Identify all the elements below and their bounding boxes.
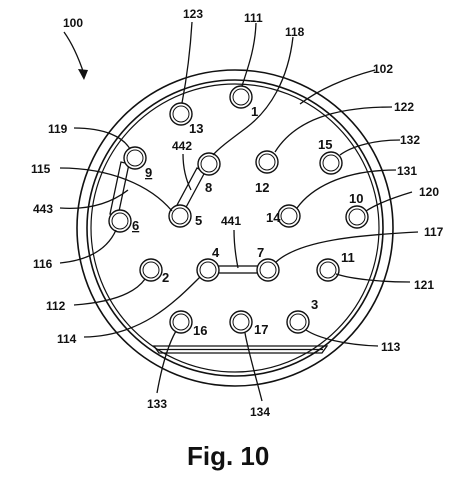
leader-119 [73,127,131,150]
jumper-443 [109,161,130,217]
pin-5 [168,204,192,228]
leader-113 [305,329,379,347]
leader-100 [63,31,85,75]
outer-ring [76,69,394,387]
label-121: 121 [414,278,434,292]
pin-number: 16 [193,323,207,338]
pin-number: 7 [257,245,264,260]
pin-6 [108,209,132,233]
leader-123 [181,21,193,104]
leader-118 [212,36,294,156]
label-132: 132 [400,133,420,147]
pin-9 [123,146,147,170]
figure-caption: Fig. 10 [187,441,269,471]
label-100: 100 [63,16,83,30]
pins [108,85,369,334]
pin-10 [345,205,369,229]
label-442: 442 [172,139,192,153]
pin-number: 14 [266,210,281,225]
pin-14 [277,204,301,228]
label-114: 114 [57,332,77,346]
leader-116 [59,229,117,264]
label-116: 116 [33,257,53,271]
pin-1 [229,85,253,109]
inner-ring [90,83,380,373]
pin-7 [256,258,280,282]
pin-number: 13 [189,121,203,136]
pin-number: 11 [341,250,355,265]
leader-lines [59,21,419,402]
pin-number: 9 [145,165,152,180]
label-113: 113 [381,340,401,354]
leader-132 [339,139,401,156]
leader-442 [182,153,192,191]
label-112: 112 [46,299,66,313]
pin-number: 2 [162,270,169,285]
label-443: 443 [33,202,53,216]
label-118: 118 [285,25,305,39]
pin-number: 10 [349,191,363,206]
leader-131 [296,169,397,209]
pin-numbers: 1 13 8 12 15 9 5 14 10 6 4 7 11 2 16 17 … [132,104,363,338]
middle-ring [86,79,384,377]
pin-number: 12 [255,180,269,195]
leader-122 [274,106,393,153]
pin-number: 8 [205,180,212,195]
pin-number: 5 [195,213,202,228]
label-119: 119 [48,122,68,136]
leader-441 [233,229,239,269]
pin-number: 6 [132,218,139,233]
pin-number: 4 [212,245,220,260]
leader-443 [59,189,129,210]
connector-body [76,69,394,387]
leader-111 [241,22,257,87]
leader-133 [156,330,177,394]
leader-134 [244,332,263,402]
label-102: 102 [373,62,393,76]
label-120: 120 [419,185,439,199]
pin-number: 3 [311,297,318,312]
pin-3 [286,310,310,334]
arrowhead-100 [78,69,88,80]
pin-number: 17 [254,322,268,337]
pin-4 [196,258,220,282]
pin-11 [316,258,340,282]
label-122: 122 [394,100,414,114]
pin-8 [197,152,221,176]
leader-117 [275,231,419,263]
label-115: 115 [31,162,51,176]
label-441: 441 [221,214,241,228]
pin-16 [169,310,193,334]
label-133: 133 [147,397,167,411]
leader-112 [73,278,146,306]
leader-114 [83,276,201,338]
label-134: 134 [250,405,270,419]
pin-number: 15 [318,137,332,152]
pin-number: 1 [251,104,258,119]
label-131: 131 [397,164,417,178]
pin-13 [169,102,193,126]
leader-102 [299,69,376,105]
leader-120 [365,191,413,212]
leader-121 [335,273,411,283]
pin-12 [255,150,279,174]
pin-17 [229,310,253,334]
label-123: 123 [183,7,203,21]
leader-115 [59,167,173,212]
pin-2 [139,258,163,282]
reference-labels: 100 123 111 118 102 122 132 131 120 119 … [31,7,444,419]
label-111: 111 [244,11,263,25]
pin-15 [319,151,343,175]
keyway-flat [152,345,329,354]
label-117: 117 [424,225,444,239]
